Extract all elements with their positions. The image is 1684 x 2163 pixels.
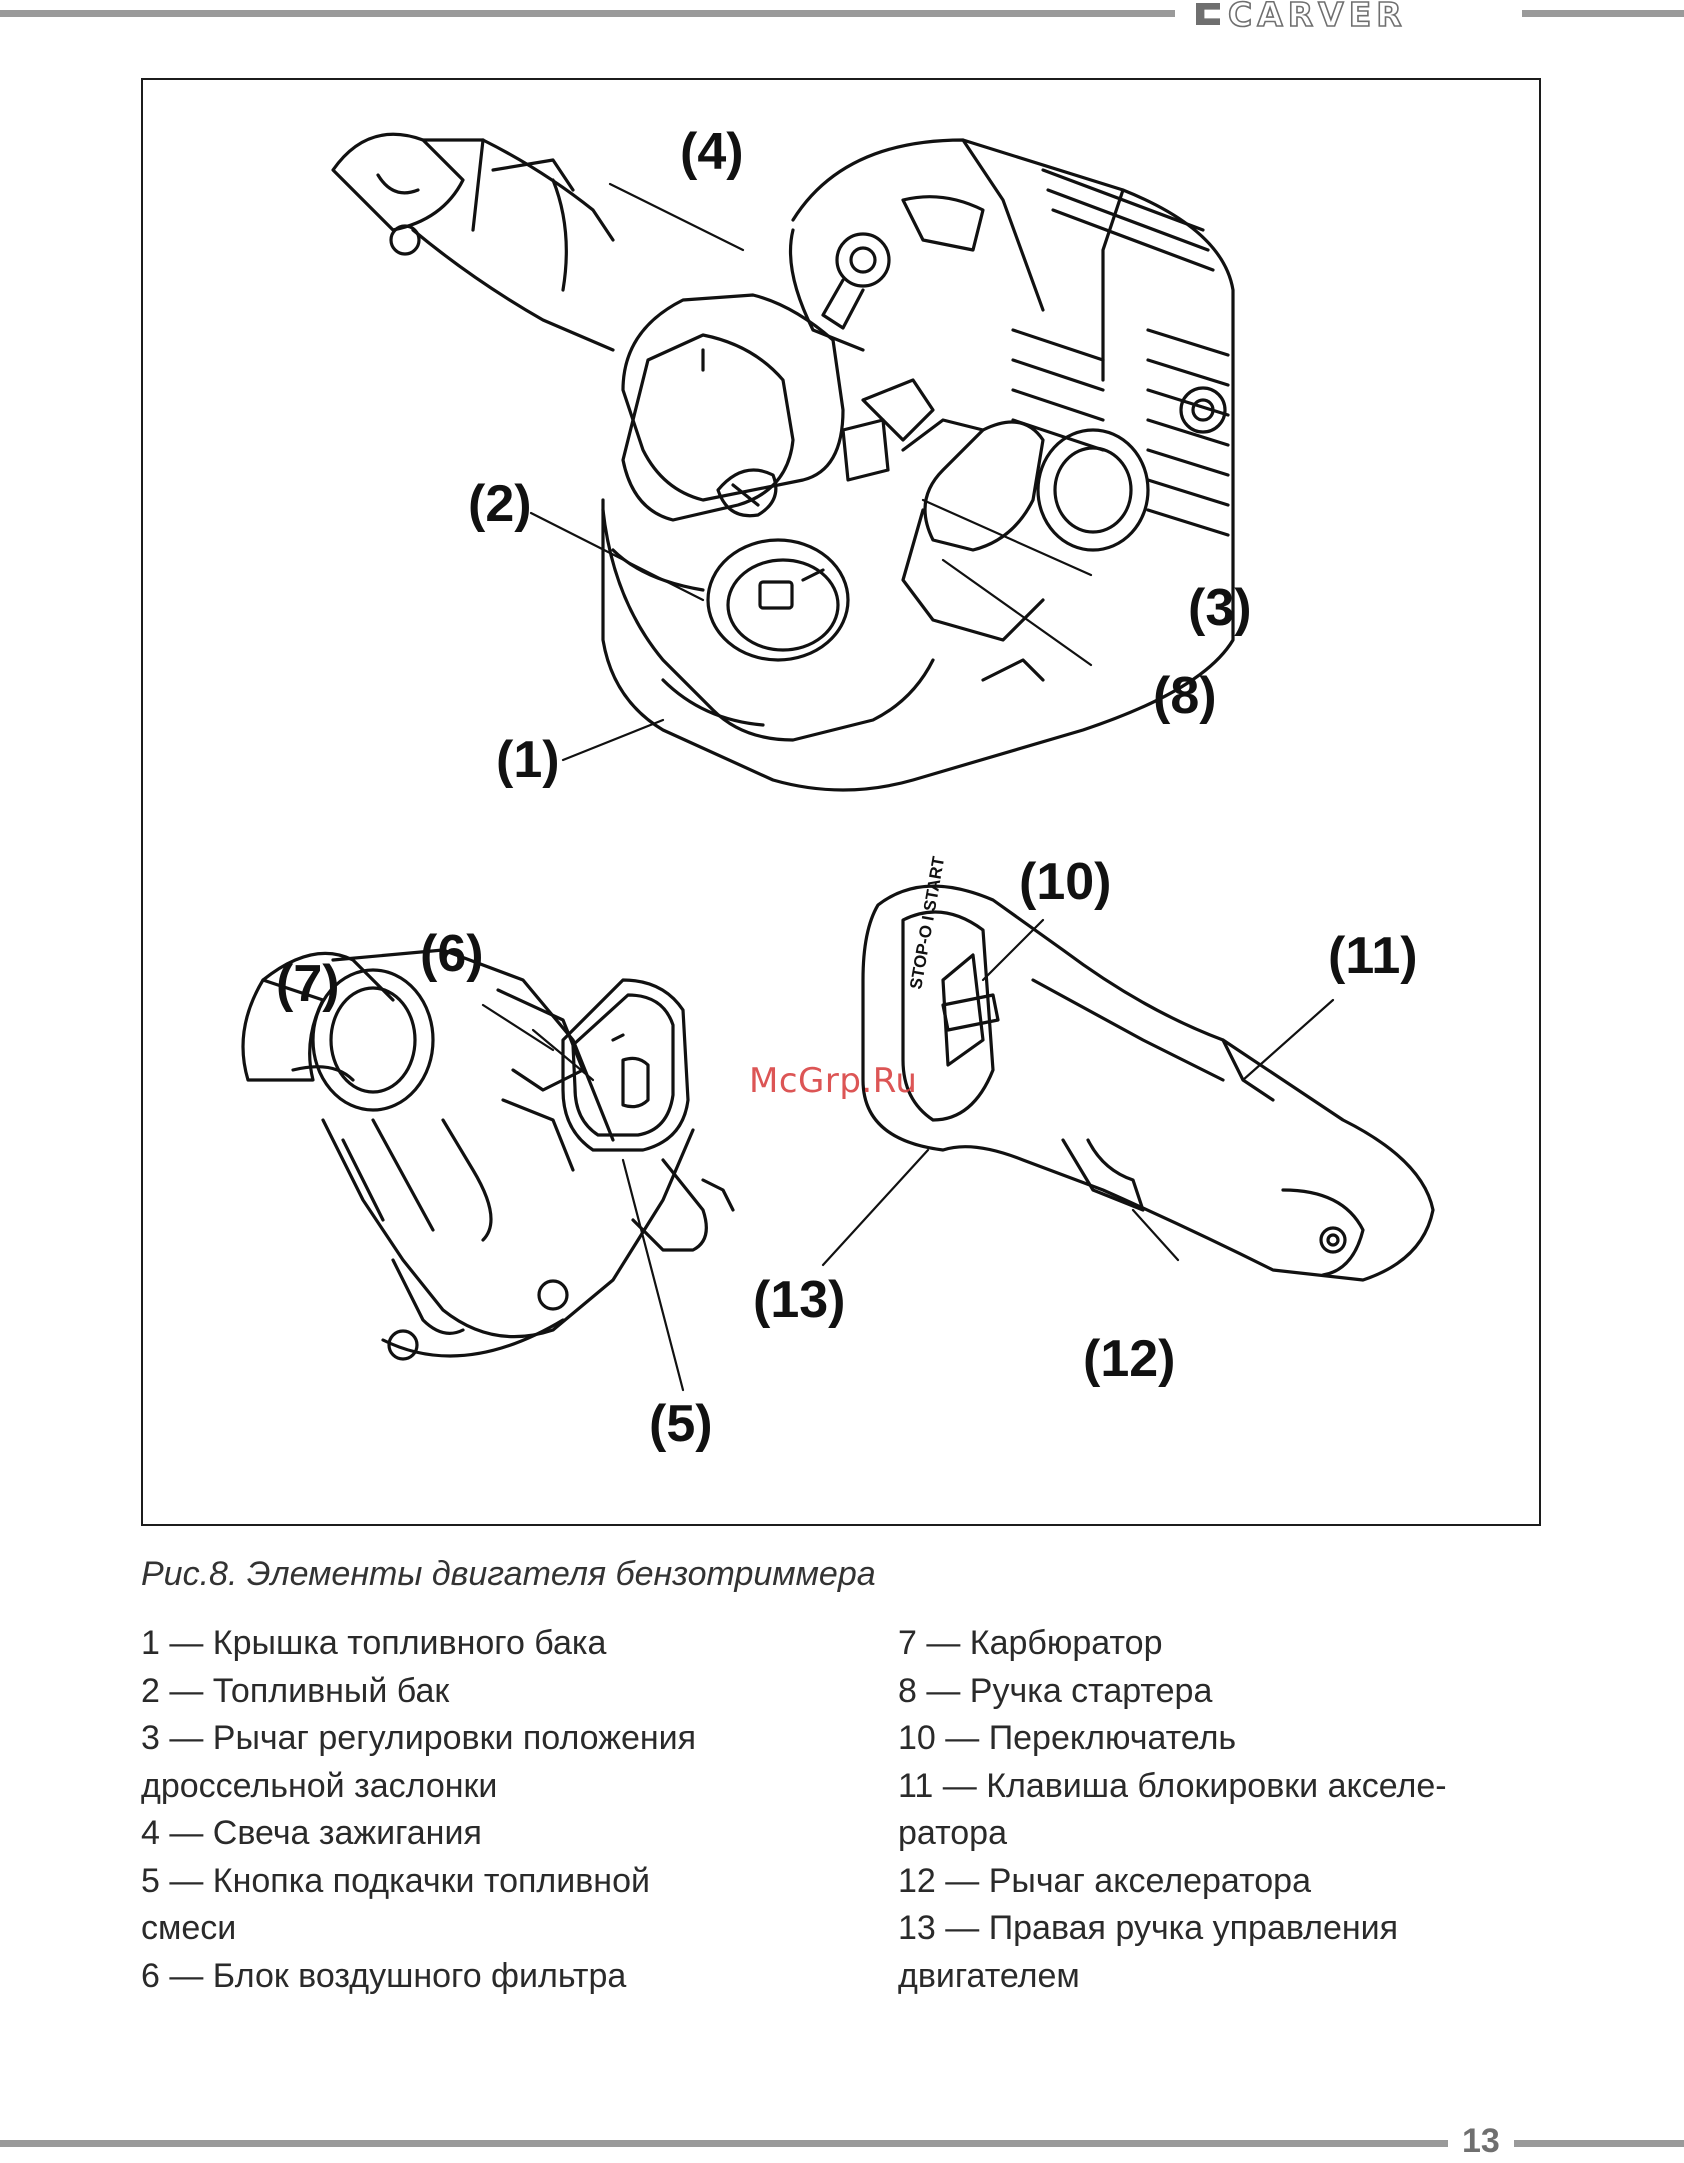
callout-6: (6): [420, 925, 484, 983]
legend-item: 2 — Топливный бак: [141, 1671, 450, 1710]
legend-item: 6 — Блок воздушного фильтра: [141, 1956, 627, 1995]
legend-item: 1 — Крышка топливного бака: [141, 1624, 607, 1662]
header-rule-end: [1522, 10, 1684, 17]
engine-illustration: STOP-O I START: [241, 132, 1435, 1392]
page-number: 13: [1462, 2122, 1500, 2160]
legend-item: 10 — Переключатель: [898, 1719, 1237, 1757]
callout-5: (5): [649, 1395, 713, 1453]
handle-drawing: [861, 884, 1435, 1282]
handle-switch-marking: STOP-O I START: [906, 854, 948, 990]
callout-10: (10): [1019, 853, 1112, 911]
legend-right-column: 7 — Карбюратор 8 — Ручка стартера 10 — П…: [898, 1620, 1538, 2000]
callout-11: (11): [1328, 927, 1418, 985]
legend-item: 8 — Ручка стартера: [898, 1671, 1213, 1710]
callout-4: (4): [680, 123, 744, 181]
engine-figure: STOP-O I START (4) (2) (3) (8) (1) (10) …: [141, 78, 1541, 1526]
callout-leaders-top: [529, 182, 1093, 762]
callout-12: (12): [1083, 1330, 1176, 1388]
callout-8: (8): [1153, 667, 1217, 725]
brand-mark-icon: [1196, 3, 1220, 25]
footer-rule-end: [1514, 2140, 1684, 2147]
legend-item: 5 — Кнопка подкачки топливной смеси: [141, 1861, 650, 1948]
legend-item: 13 — Правая ручка управления двигателем: [898, 1909, 1399, 1995]
callout-3: (3): [1188, 579, 1252, 637]
brand-logo: CARVER: [1196, 0, 1407, 34]
callout-7: (7): [276, 955, 340, 1013]
engine-top-drawing: [331, 132, 1235, 792]
callout-2: (2): [468, 475, 532, 533]
callout-leaders-left: [481, 1003, 685, 1392]
callout-1: (1): [496, 731, 560, 789]
legend-item: 11 — Клавиша блокировки акселе- ратора: [898, 1766, 1447, 1853]
watermark: McGrp.Ru: [749, 1061, 918, 1101]
footer-rule: [0, 2140, 1448, 2147]
header-rule: [0, 10, 1175, 17]
legend-item: 7 — Карбюратор: [898, 1624, 1163, 1662]
callout-leaders-handle: [821, 918, 1335, 1267]
legend-item: 4 — Свеча зажигания: [141, 1814, 482, 1852]
legend-item: 3 — Рычаг регулировки положения дроссель…: [141, 1719, 697, 1805]
legend-left-column: 1 — Крышка топливного бака 2 — Топливный…: [141, 1620, 831, 2000]
figure-caption: Рис.8. Элементы двигателя бензотриммера: [141, 1555, 876, 1593]
callout-13: (13): [753, 1271, 846, 1329]
brand-name: CARVER: [1227, 0, 1407, 34]
legend-item: 12 — Рычаг акселератора: [898, 1861, 1311, 1900]
